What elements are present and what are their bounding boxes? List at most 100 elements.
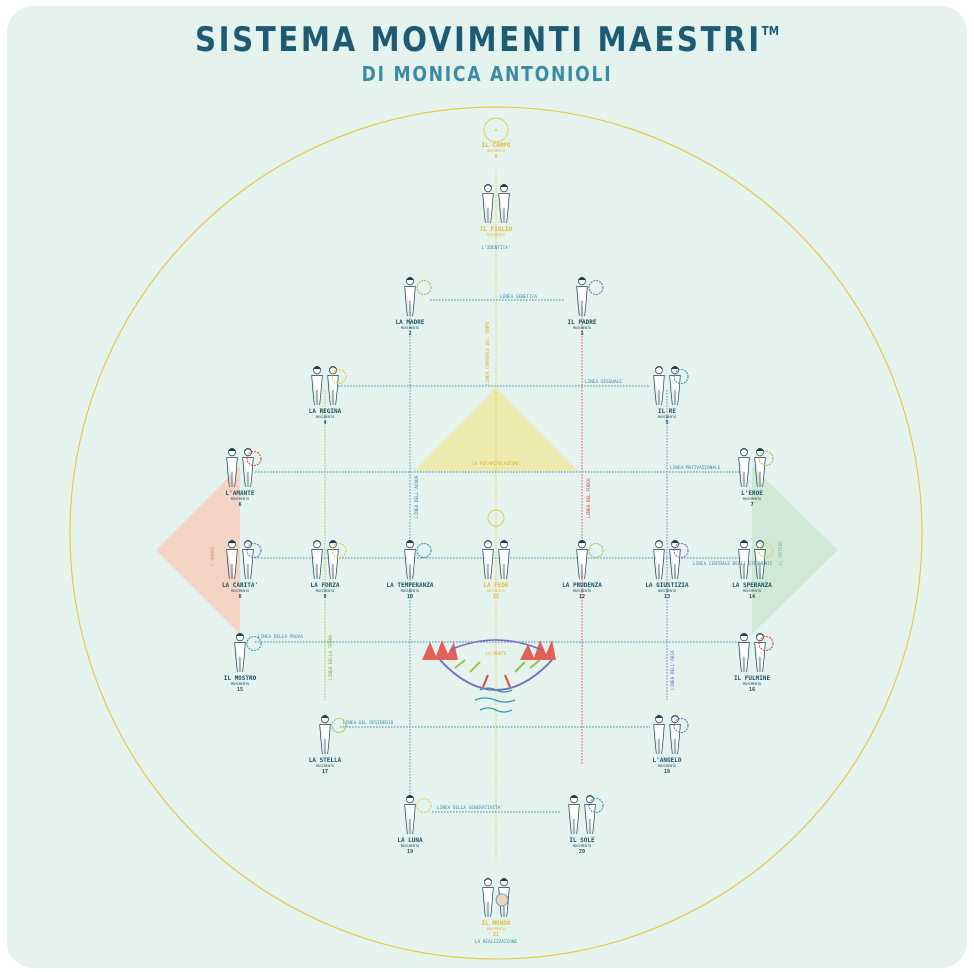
prudence-icon <box>576 539 604 580</box>
node-number-temperanza: 10 <box>407 594 413 600</box>
line-label-death: LA MORTE <box>485 651 507 657</box>
line-label-desire: LINEA DEL DESIDERIO <box>343 720 394 726</box>
page-title: SISTEMA MOVIMENTI MAESTRITM <box>195 20 779 60</box>
sun-couple-icon <box>568 794 604 835</box>
lightning-couple-icon <box>738 632 774 673</box>
node-label-regina: LA REGINA <box>309 408 342 415</box>
node-label-figlio: IL FIGLIO <box>480 226 513 233</box>
line-label-realization: LA REALIZZAZIONE <box>475 939 518 945</box>
node-label-eroe: L'EROE <box>741 490 763 497</box>
line-label-sexual: LINEA SESSUALE <box>585 379 622 385</box>
node-number-regina: 4 <box>323 420 326 426</box>
node-sub-eroe: MOVIMENTO <box>743 497 761 501</box>
node-sub-regina: MOVIMENTO <box>316 415 334 419</box>
justice-couple-icon <box>653 539 689 580</box>
page-subtitle: DI MONICA ANTONIOLI <box>361 62 613 86</box>
node-label-mondo: IL MONDO <box>482 920 511 927</box>
king-couple-icon <box>653 365 689 406</box>
node-number-mostro: 15 <box>237 687 243 693</box>
node-sub-luna: MOVIMENTO <box>401 844 419 848</box>
node-number-speranza: 14 <box>749 594 755 600</box>
node-number-giustizia: 13 <box>664 594 670 600</box>
node-label-madre: LA MADRE <box>396 319 425 326</box>
node-label-carita: LA CARITA' <box>222 582 258 589</box>
node-sub-madre: MOVIMENTO <box>401 326 419 330</box>
line-label-identity: L'IDENTITA' <box>481 245 510 251</box>
trademark-mark: TM <box>761 24 779 38</box>
world-couple-icon <box>482 877 510 918</box>
node-label-prudenza: LA PRUDENZA <box>562 582 602 589</box>
star-woman-icon <box>319 714 347 755</box>
hope-couple-icon <box>738 539 774 580</box>
node-sub-stella: MOVIMENTO <box>316 764 334 768</box>
node-label-padre: IL PADRE <box>568 319 597 326</box>
node-number-forza: 9 <box>323 594 326 600</box>
node-number-campo: 0 <box>494 154 497 160</box>
lover-couple-icon <box>226 447 262 488</box>
death-motif-icon <box>422 639 556 713</box>
node-label-angelo: L'ANGELO <box>653 757 682 764</box>
node-number-angelo: 18 <box>664 769 670 775</box>
line-label-recapitulation: LA RICAPITOLAZIONE <box>472 461 520 467</box>
side-label-power: IL POTERE <box>778 541 784 566</box>
node-sub-angelo: MOVIMENTO <box>658 764 676 768</box>
node-label-re: IL RE <box>658 408 676 415</box>
node-label-sole: IL SOLE <box>569 837 595 844</box>
woman-couple-icon <box>311 365 347 406</box>
node-sub-giustizia: MOVIMENTO <box>658 589 676 593</box>
monster-icon <box>234 632 262 673</box>
node-sub-speranza: MOVIMENTO <box>743 589 761 593</box>
hero-couple-icon <box>738 447 774 488</box>
node-label-mostro: IL MOSTRO <box>224 675 257 682</box>
node-number-stella: 17 <box>322 769 328 775</box>
node-sub-fulmine: MOVIMENTO <box>743 682 761 686</box>
outer-circle <box>69 106 923 960</box>
line-label-air: LINEA DELL'ARIA <box>670 650 676 690</box>
line-label-motivational: LINEA MOTIVAZIONALE <box>670 465 721 471</box>
node-label-luna: LA LUNA <box>397 837 423 844</box>
faith-couple-icon <box>482 539 510 580</box>
node-sub-amante: MOVIMENTO <box>231 497 249 501</box>
line-label-instruments: LINEA CENTRALE DEGLI STRUMENTI <box>693 561 773 567</box>
node-number-carita: 8 <box>238 594 241 600</box>
line-label-trial: LINEA DELLA PROVA <box>258 634 303 640</box>
node-label-forza: LA FORZA <box>311 582 340 589</box>
node-number-amante: 6 <box>238 502 241 508</box>
node-number-re: 5 <box>665 420 668 426</box>
node-sub-padre: MOVIMENTO <box>573 326 591 330</box>
node-sub-campo: MOVIMENTO <box>487 149 505 153</box>
side-label-love: L'AMORE <box>210 546 216 566</box>
line-label-generativity: LINEA DELLA GENERATIVITA' <box>437 805 503 811</box>
love-diamond <box>156 466 240 634</box>
field-dot-icon <box>495 129 497 131</box>
node-label-amante: L'AMANTE <box>226 490 255 497</box>
node-sub-temperanza: MOVIMENTO <box>401 589 419 593</box>
node-sub-fede: MOVIMENTO <box>487 589 505 593</box>
circle-field-icon <box>483 117 509 143</box>
node-label-temperanza: LA TEMPERANZA <box>387 582 434 589</box>
node-number-prudenza: 12 <box>579 594 585 600</box>
node-sub-figlio: MOVIMENTO <box>487 233 505 237</box>
node-sub-mostro: MOVIMENTO <box>231 682 249 686</box>
node-sub-prudenza: MOVIMENTO <box>573 589 591 593</box>
node-sub-forza: MOVIMENTO <box>316 589 334 593</box>
line-label-water: LINEA DELL'ACQUA <box>414 475 420 518</box>
woman-water-icon <box>404 276 432 317</box>
node-sub-carita: MOVIMENTO <box>231 589 249 593</box>
node-label-campo: IL CAMPO <box>482 142 511 149</box>
node-number-fede: 11 <box>493 594 499 600</box>
man-fire-icon <box>576 276 604 317</box>
node-number-luna: 19 <box>407 849 413 855</box>
node-label-fulmine: IL FULMINE <box>734 675 771 682</box>
strength-couple-icon <box>311 539 347 580</box>
power-diamond <box>752 466 838 634</box>
node-number-mondo: 21 <box>493 932 499 938</box>
line-label-fire: LINEA DEL FUOCO <box>586 478 592 518</box>
poster-background <box>7 6 967 968</box>
two-children-icon <box>482 183 510 224</box>
node-sub-mondo: MOVIMENTO <box>487 927 505 931</box>
line-label-earth: LINEA DELLA TERRA <box>328 635 334 680</box>
angel-couple-icon <box>653 714 689 755</box>
line-label-time: LINEA CENTRALE DEL TEMPO <box>485 321 491 385</box>
